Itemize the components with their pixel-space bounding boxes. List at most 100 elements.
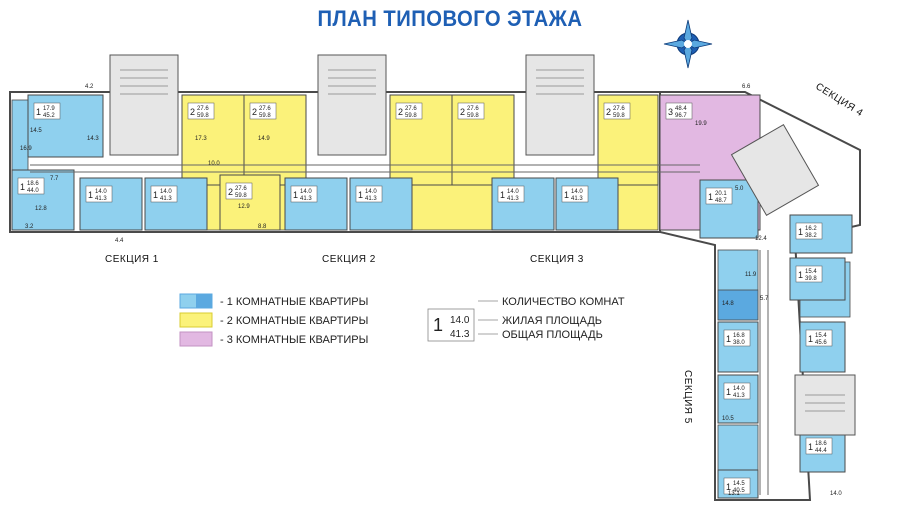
apartment-total-area: 48.7 bbox=[715, 198, 727, 204]
room-area-label: 5.0 bbox=[735, 186, 744, 192]
room-area-label: 4.2 bbox=[85, 84, 94, 90]
room-area-label: 13.1 bbox=[728, 491, 740, 497]
room-area-label: 14.9 bbox=[258, 136, 270, 142]
apartment-living-area: 16.2 bbox=[805, 226, 817, 232]
legend-key-living: ЖИЛАЯ ПЛОЩАДЬ bbox=[502, 315, 602, 327]
apartment-living-area: 14.0 bbox=[300, 189, 312, 195]
room-area-label: 6.6 bbox=[742, 84, 751, 90]
compass-rose-icon bbox=[663, 19, 713, 69]
room-area-label: 14.5 bbox=[30, 128, 42, 134]
apartment-area bbox=[799, 321, 846, 373]
apartment-total-area: 44.4 bbox=[815, 448, 827, 454]
apartment-total-area: 59.8 bbox=[405, 113, 417, 119]
apartment-total-area: 41.3 bbox=[300, 196, 312, 202]
apartment-label-box bbox=[805, 329, 833, 347]
apartment-total-area: 41.3 bbox=[507, 196, 519, 202]
apartment-label-box bbox=[665, 102, 693, 120]
apartment-label-box bbox=[33, 102, 61, 120]
apartment-total-area: 59.8 bbox=[613, 113, 625, 119]
stairs-hatching bbox=[120, 69, 845, 412]
apartment-total-area: 96.7 bbox=[675, 113, 687, 119]
apartment-rooms: 1 bbox=[798, 227, 803, 237]
apartment-total-area: 45.2 bbox=[43, 113, 55, 119]
apartment-living-area: 18.6 bbox=[815, 441, 827, 447]
apartment-living-area: 16.8 bbox=[733, 333, 745, 339]
apartment-total-area: 41.3 bbox=[365, 196, 377, 202]
apartment-living-area: 48.4 bbox=[675, 106, 687, 112]
apartment-living-area: 27.6 bbox=[259, 106, 271, 112]
section-3-label: СЕКЦИЯ 3 bbox=[530, 254, 584, 265]
apartment-rooms: 1 bbox=[808, 334, 813, 344]
apartment-living-area: 27.6 bbox=[405, 106, 417, 112]
apartment-living-area: 27.6 bbox=[467, 106, 479, 112]
apartment-label-box bbox=[187, 102, 215, 120]
apartment-label-box bbox=[457, 102, 485, 120]
apartment-label-box bbox=[723, 382, 751, 400]
apartment-rooms: 2 bbox=[398, 107, 403, 117]
section-1-label: СЕКЦИЯ 1 bbox=[105, 254, 159, 265]
apartment-rooms: 1 bbox=[36, 107, 41, 117]
apartment-label-box bbox=[705, 187, 733, 205]
apartment-living-area: 14.5 bbox=[733, 481, 745, 487]
apartment-rooms: 1 bbox=[564, 190, 569, 200]
section-2-label: СЕКЦИЯ 2 bbox=[322, 254, 376, 265]
apartment-rooms: 2 bbox=[460, 107, 465, 117]
apartment-area bbox=[717, 321, 759, 373]
apartment-label-box bbox=[805, 437, 833, 455]
room-area-label: 10.0 bbox=[208, 161, 220, 167]
apartment-total-area: 41.3 bbox=[160, 196, 172, 202]
legend-three-room: - 3 КОМНАТНЫЕ КВАРТИРЫ bbox=[220, 334, 368, 346]
legend-one-room: - 1 КОМНАТНЫЕ КВАРТИРЫ bbox=[220, 296, 368, 308]
apartment-living-area: 14.0 bbox=[571, 189, 583, 195]
apartment-rooms: 2 bbox=[228, 187, 233, 197]
apartment-label-box bbox=[225, 182, 253, 200]
apartment-total-area: 59.8 bbox=[259, 113, 271, 119]
legend-key-total: ОБЩАЯ ПЛОЩАДЬ bbox=[502, 329, 603, 341]
apartment-rooms: 1 bbox=[708, 192, 713, 202]
apartment-rooms: 3 bbox=[668, 107, 673, 117]
apartment-living-area: 27.6 bbox=[197, 106, 209, 112]
apartment-rooms: 1 bbox=[153, 190, 158, 200]
page-title: ПЛАН ТИПОВОГО ЭТАЖА bbox=[317, 6, 583, 31]
apartment-label-box bbox=[795, 222, 823, 240]
section-4-label: СЕКЦИЯ 4 bbox=[813, 81, 865, 119]
apartment-rooms: 1 bbox=[88, 190, 93, 200]
apartment-total-area: 41.3 bbox=[95, 196, 107, 202]
apartment-rooms: 1 bbox=[293, 190, 298, 200]
apartment-living-area: 20.1 bbox=[715, 191, 727, 197]
apartment-living-area: 18.6 bbox=[27, 181, 39, 187]
room-area-label: 14.8 bbox=[722, 301, 734, 307]
apartment-living-area: 17.9 bbox=[43, 106, 55, 112]
apartment-label-box bbox=[723, 477, 751, 495]
legend: - 1 КОМНАТНЫЕ КВАРТИРЫ - 2 КОМНАТНЫЕ КВА… bbox=[179, 293, 625, 347]
apartment-living-area: 27.6 bbox=[613, 106, 625, 112]
room-area-label: 7.7 bbox=[50, 176, 59, 182]
room-area-label: 12.9 bbox=[238, 204, 250, 210]
apartment-total-area: 44.0 bbox=[27, 188, 39, 194]
legend-sample-box bbox=[427, 308, 475, 342]
legend-swatch-three-room bbox=[179, 331, 213, 347]
apartment-living-area: 14.0 bbox=[733, 386, 745, 392]
apartment-total-area: 59.8 bbox=[235, 193, 247, 199]
apartment-rooms: 1 bbox=[808, 442, 813, 452]
legend-swatch-two-room bbox=[179, 312, 213, 328]
room-area-label: 5.7 bbox=[760, 296, 769, 302]
apartment-rooms: 1 bbox=[726, 334, 731, 344]
apartment-rooms: 1 bbox=[20, 182, 25, 192]
apartment-rooms: 1 bbox=[798, 270, 803, 280]
legend-sample-rooms: 1 bbox=[433, 315, 443, 335]
room-area-label: 19.9 bbox=[695, 121, 707, 127]
